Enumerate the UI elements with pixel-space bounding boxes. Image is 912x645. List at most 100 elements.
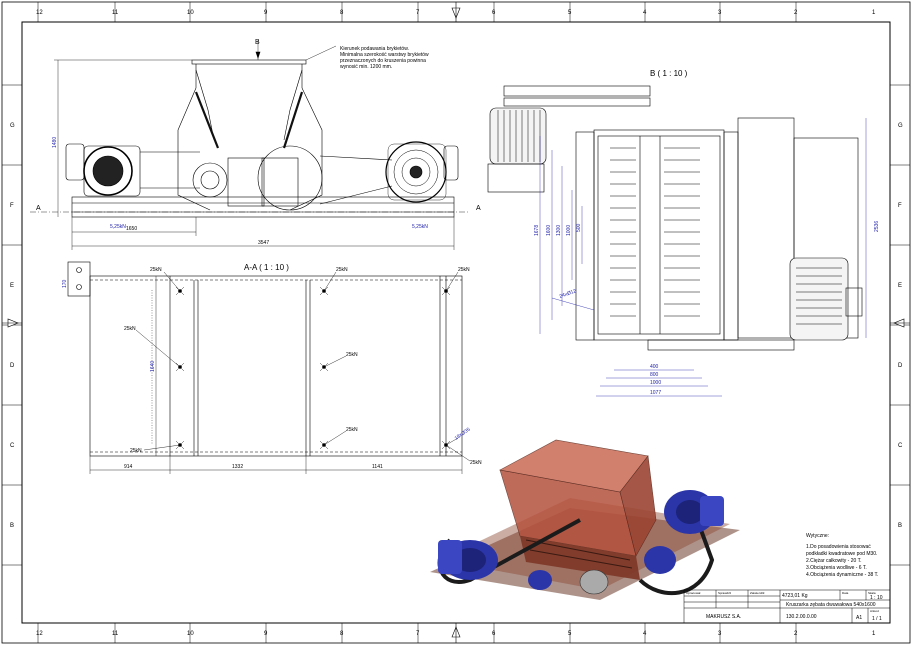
dim-1600: 1600 [546,225,552,236]
requirements-line: 2.Ciężar całkowity - 20 T. [806,558,861,564]
zone-top: 10 [187,10,194,16]
dim-2536: 2536 [874,221,880,232]
dim-1300: 1300 [556,225,562,236]
view-aa-labels: A-A ( 1 : 10 ) 170 1640 25kN 25kN 25kN 2… [62,263,482,470]
section-mark-a-right: A [476,205,481,212]
dim-1000: 1000 [566,225,572,236]
tb-scale: 1 : 10 [870,595,883,601]
dim-holes: 18xØ35 [454,427,472,442]
zone-top: 1 [872,10,876,16]
title-block [683,589,891,624]
zone-bottom: 1 [872,631,876,637]
zone-labels-top: 12 11 10 9 8 7 6 5 4 3 2 1 [36,10,876,16]
load-label: 25kN [150,267,162,273]
section-mark-a-left: A [36,205,41,212]
load-label: 25kN [336,267,348,273]
feed-note-line: wynosić min. 1200 mm. [340,64,392,70]
zone-bottom: 2 [794,631,798,637]
dim-1077: 1077 [650,390,661,396]
tb-label: Skala [868,591,876,595]
zone-right: E [898,283,902,289]
tb-sheet: 1 / 1 [872,616,882,622]
tb-label: Arkusz [870,609,880,613]
zone-bottom: 9 [264,631,268,637]
load-label: 25kN [346,427,358,433]
zone-labels-right: G F E D C B [898,123,903,529]
zone-top: 6 [492,10,496,16]
view-b-title: B ( 1 : 10 ) [650,69,688,78]
load-left: 5,25kN [110,224,126,230]
dim-1332: 1332 [232,464,243,470]
load-label: 25kN [458,267,470,273]
load-right: 5,25kN [412,224,428,230]
tb-label: Opracował [686,591,701,595]
view-b [487,85,867,397]
requirements-line: 3.Obciążenia wodliwe - 6 T. [806,565,867,571]
zone-right: F [898,203,902,209]
isometric-view [430,439,740,600]
zone-right: C [898,443,903,449]
dim-height: 1480 [52,137,58,148]
section-mark-b: B [255,39,260,46]
requirements-line: 1.Do posadowienia stosować [806,544,871,550]
dim-hole-b: 24xØ12 [559,288,578,300]
zone-top: 9 [264,10,268,16]
requirements-line: 4.Obciążenia dynamiczne - 38 T. [806,572,878,578]
tb-sheet-size: A1 [856,615,862,621]
zone-bottom: 12 [36,631,43,637]
requirements-line: podkładki kwadratowe pod M30. [806,551,877,557]
tb-label: Zatwierdził [750,591,765,595]
feed-note-line: przeznaczonych do kruszenia powinna [340,58,426,64]
tb-mass: 4723,01 Kg [782,593,808,599]
title-block-text: Opracował Sprawdził Zatwierdził Data Ska… [686,591,883,622]
load-label: 25kN [346,352,358,358]
dim-1141: 1141 [372,464,383,470]
zone-top: 12 [36,10,43,16]
dim-1650: 1650 [126,226,137,232]
zone-bottom: 10 [187,631,194,637]
zone-top: 2 [794,10,798,16]
load-label: 25kN [470,460,482,466]
dim-500: 500 [576,223,582,232]
zone-top: 3 [718,10,722,16]
requirements-note: Wytyczne: 1.Do posadowienia stosować pod… [806,533,878,578]
view-aa-title: A-A ( 1 : 10 ) [244,263,289,272]
dim-914: 914 [124,464,133,470]
zone-right: B [898,523,902,529]
zone-left: F [10,203,14,209]
zone-left: E [10,283,14,289]
side-view [30,40,470,250]
zone-left: D [10,363,15,369]
dim-400: 400 [650,364,659,370]
tb-drawing-number: 130.2.00.0.00 [786,614,817,620]
dim-1640: 1640 [150,361,156,372]
zone-left: C [10,443,15,449]
tb-label: Data [842,591,849,595]
zone-left: G [10,123,15,129]
load-label: 25kN [124,326,136,332]
tb-company: MAKRUSZ S.A. [706,614,741,620]
feed-note-line: Kierunek podawania brykietów. [340,46,409,52]
tb-title: Kruszarka zębata dwuwałowa 540x1600 [786,602,876,608]
zone-left: B [10,523,14,529]
zone-bottom: 7 [416,631,420,637]
view-aa [67,261,471,474]
dim-3547: 3547 [258,240,269,246]
zone-bottom: 4 [643,631,647,637]
zone-top: 8 [340,10,344,16]
zone-top: 5 [568,10,572,16]
zone-bottom: 5 [568,631,572,637]
zone-labels-bottom: 12 11 10 9 8 7 6 5 4 3 2 1 [36,631,876,637]
side-view-labels: B A A 1480 1650 3547 5,25kN 5,25kN Kieru… [36,39,481,246]
feed-note-line: Minimalna szerokość warstwy brykietów [340,52,429,58]
zone-top: 11 [112,10,119,16]
zone-bottom: 11 [112,631,119,637]
dim-170: 170 [62,279,68,288]
zone-right: G [898,123,903,129]
zone-top: 4 [643,10,647,16]
load-label: 25kN [130,448,142,454]
zone-bottom: 6 [492,631,496,637]
zone-bottom: 8 [340,631,344,637]
tb-label: Sprawdził [718,591,731,595]
requirements-heading: Wytyczne: [806,533,829,539]
